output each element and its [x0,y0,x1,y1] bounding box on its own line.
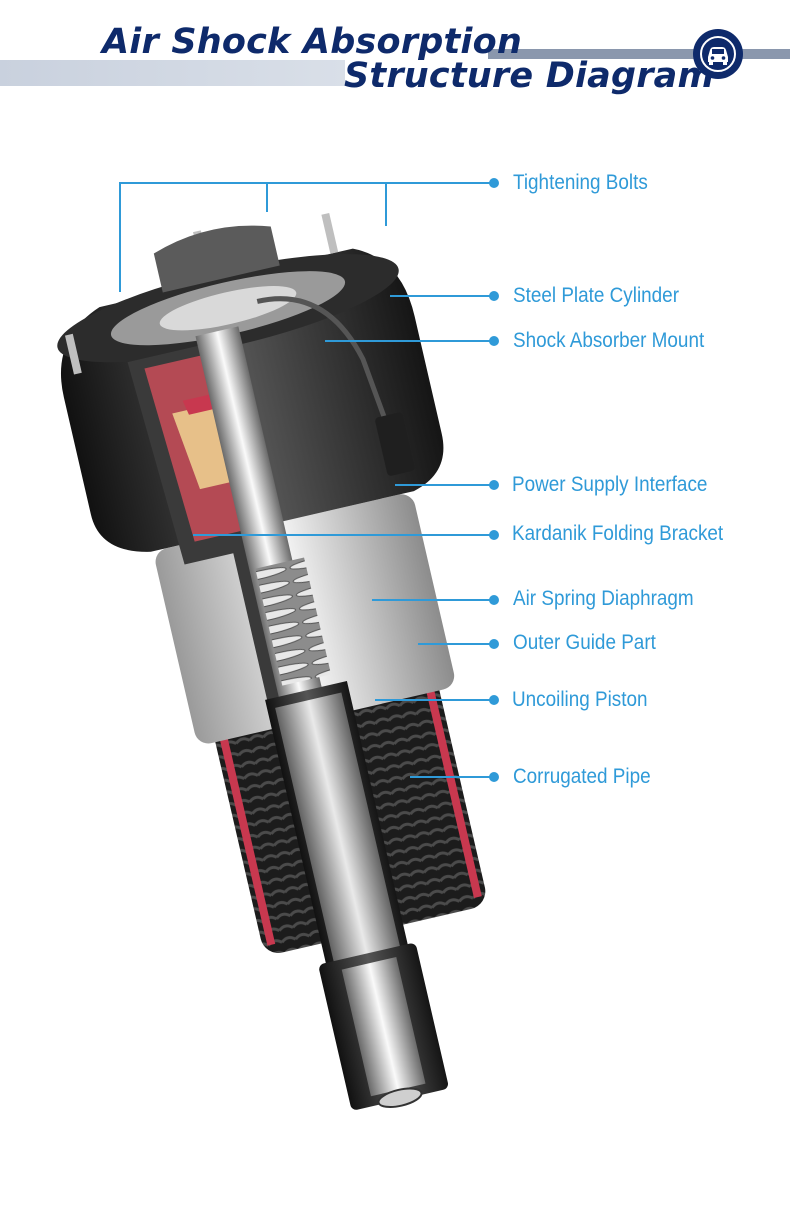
label-air-spring-diaphragm: Air Spring Diaphragm [513,587,694,610]
label-dot [489,291,499,301]
label-uncoiling-piston: Uncoiling Piston [512,688,648,711]
header: Air Shock Absorption Structure Diagram [0,0,790,110]
leader-lines [119,182,494,778]
title-line-2: Structure Diagram [344,56,715,96]
label-power-supply-interface: Power Supply Interface [512,473,708,496]
label-corrugated-pipe: Corrugated Pipe [513,765,651,788]
label-tightening-bolts: Tightening Bolts [513,171,648,194]
label-dot [489,336,499,346]
label-dot [489,595,499,605]
header-bar-right [488,49,790,59]
label-kardanik-folding-bracket: Kardanik Folding Bracket [512,522,724,545]
title-line-1: Air Shock Absorption [102,22,522,62]
label-dot [489,530,499,540]
label-dot [489,178,499,188]
label-dot [489,772,499,782]
label-dot [489,639,499,649]
label-outer-guide-part: Outer Guide Part [513,631,656,654]
label-steel-plate-cylinder: Steel Plate Cylinder [513,284,679,307]
car-icon [693,29,743,79]
label-dot [489,695,499,705]
header-bar-left [0,60,345,86]
label-shock-absorber-mount: Shock Absorber Mount [513,329,705,352]
label-dot [489,480,499,490]
